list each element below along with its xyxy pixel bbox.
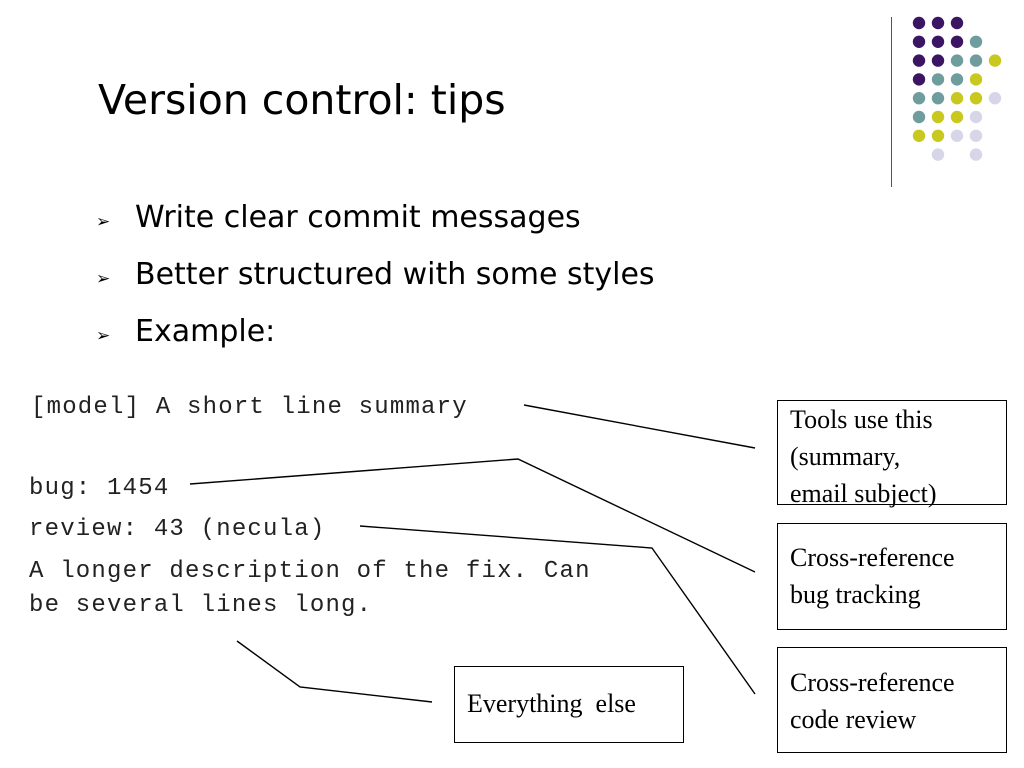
decorative-dot bbox=[931, 54, 945, 67]
decorative-dot bbox=[912, 16, 926, 30]
decorative-dot bbox=[931, 73, 945, 86]
callout-code-review: Cross-reference code review bbox=[777, 647, 1007, 753]
decorative-dot bbox=[931, 35, 945, 48]
decorative-dot bbox=[950, 54, 964, 67]
decorative-dot bbox=[931, 110, 945, 124]
arrow-bullet-icon: ➢ bbox=[96, 269, 111, 289]
callout-bug-tracking-line: Cross-reference bbox=[790, 543, 955, 572]
callout-tools-line: Tools use this bbox=[790, 405, 933, 434]
decorative-dot bbox=[912, 110, 926, 124]
decorative-dot bbox=[950, 73, 964, 86]
decorative-dot bbox=[931, 129, 945, 142]
decorative-dot bbox=[969, 35, 983, 48]
decorative-dot bbox=[950, 35, 964, 48]
decorative-dot bbox=[912, 73, 926, 86]
arrow-bullet-icon: ➢ bbox=[96, 326, 111, 346]
callout-everything-else-text: Everything else bbox=[467, 689, 636, 718]
decorative-vertical-rule bbox=[891, 17, 892, 187]
decorative-dot bbox=[912, 54, 926, 67]
bullet-text: Example: bbox=[135, 314, 276, 349]
connector-review bbox=[359, 525, 756, 695]
decorative-dot bbox=[969, 129, 983, 142]
decorative-dot bbox=[950, 129, 964, 142]
callout-tools-line: (summary, bbox=[790, 442, 901, 471]
decorative-dot bbox=[912, 92, 926, 105]
decorative-dot bbox=[950, 16, 964, 30]
commit-review-line: review: 43 (necula) bbox=[29, 516, 326, 543]
connector-bug bbox=[189, 458, 756, 573]
commit-description-line-1: A longer description of the fix. Can bbox=[29, 558, 591, 585]
callout-tools-line: email subject) bbox=[790, 479, 937, 508]
decorative-dot-grid bbox=[912, 16, 1002, 161]
decorative-dot bbox=[931, 148, 945, 161]
decorative-dot bbox=[969, 92, 983, 105]
decorative-dot bbox=[969, 110, 983, 124]
decorative-dot bbox=[950, 92, 964, 105]
callout-bug-tracking: Cross-reference bug tracking bbox=[777, 523, 1007, 630]
decorative-dot bbox=[988, 92, 1002, 105]
decorative-dot bbox=[912, 129, 926, 142]
arrow-bullet-icon: ➢ bbox=[96, 212, 111, 232]
callout-code-review-line: code review bbox=[790, 705, 917, 734]
callout-everything-else: Everything else bbox=[454, 666, 684, 743]
slide-title: Version control: tips bbox=[98, 76, 506, 124]
bullet-text: Better structured with some styles bbox=[135, 257, 655, 292]
callout-code-review-line: Cross-reference bbox=[790, 668, 955, 697]
decorative-dot bbox=[969, 148, 983, 161]
commit-summary-line: [model] A short line summary bbox=[31, 394, 468, 421]
connector-summary bbox=[523, 404, 756, 449]
callout-bug-tracking-line: bug tracking bbox=[790, 580, 921, 609]
decorative-dot bbox=[931, 16, 945, 30]
bullet-text: Write clear commit messages bbox=[135, 200, 581, 235]
decorative-dot bbox=[969, 54, 983, 67]
decorative-dot bbox=[988, 54, 1002, 67]
decorative-dot bbox=[969, 73, 983, 86]
callout-tools: Tools use this (summary, email subject) bbox=[777, 400, 1007, 508]
decorative-dot bbox=[950, 110, 964, 124]
decorative-dot bbox=[931, 92, 945, 105]
commit-bug-line: bug: 1454 bbox=[29, 475, 170, 502]
connector-description bbox=[236, 640, 433, 703]
decorative-dot bbox=[912, 35, 926, 48]
commit-description-line-2: be several lines long. bbox=[29, 592, 373, 619]
